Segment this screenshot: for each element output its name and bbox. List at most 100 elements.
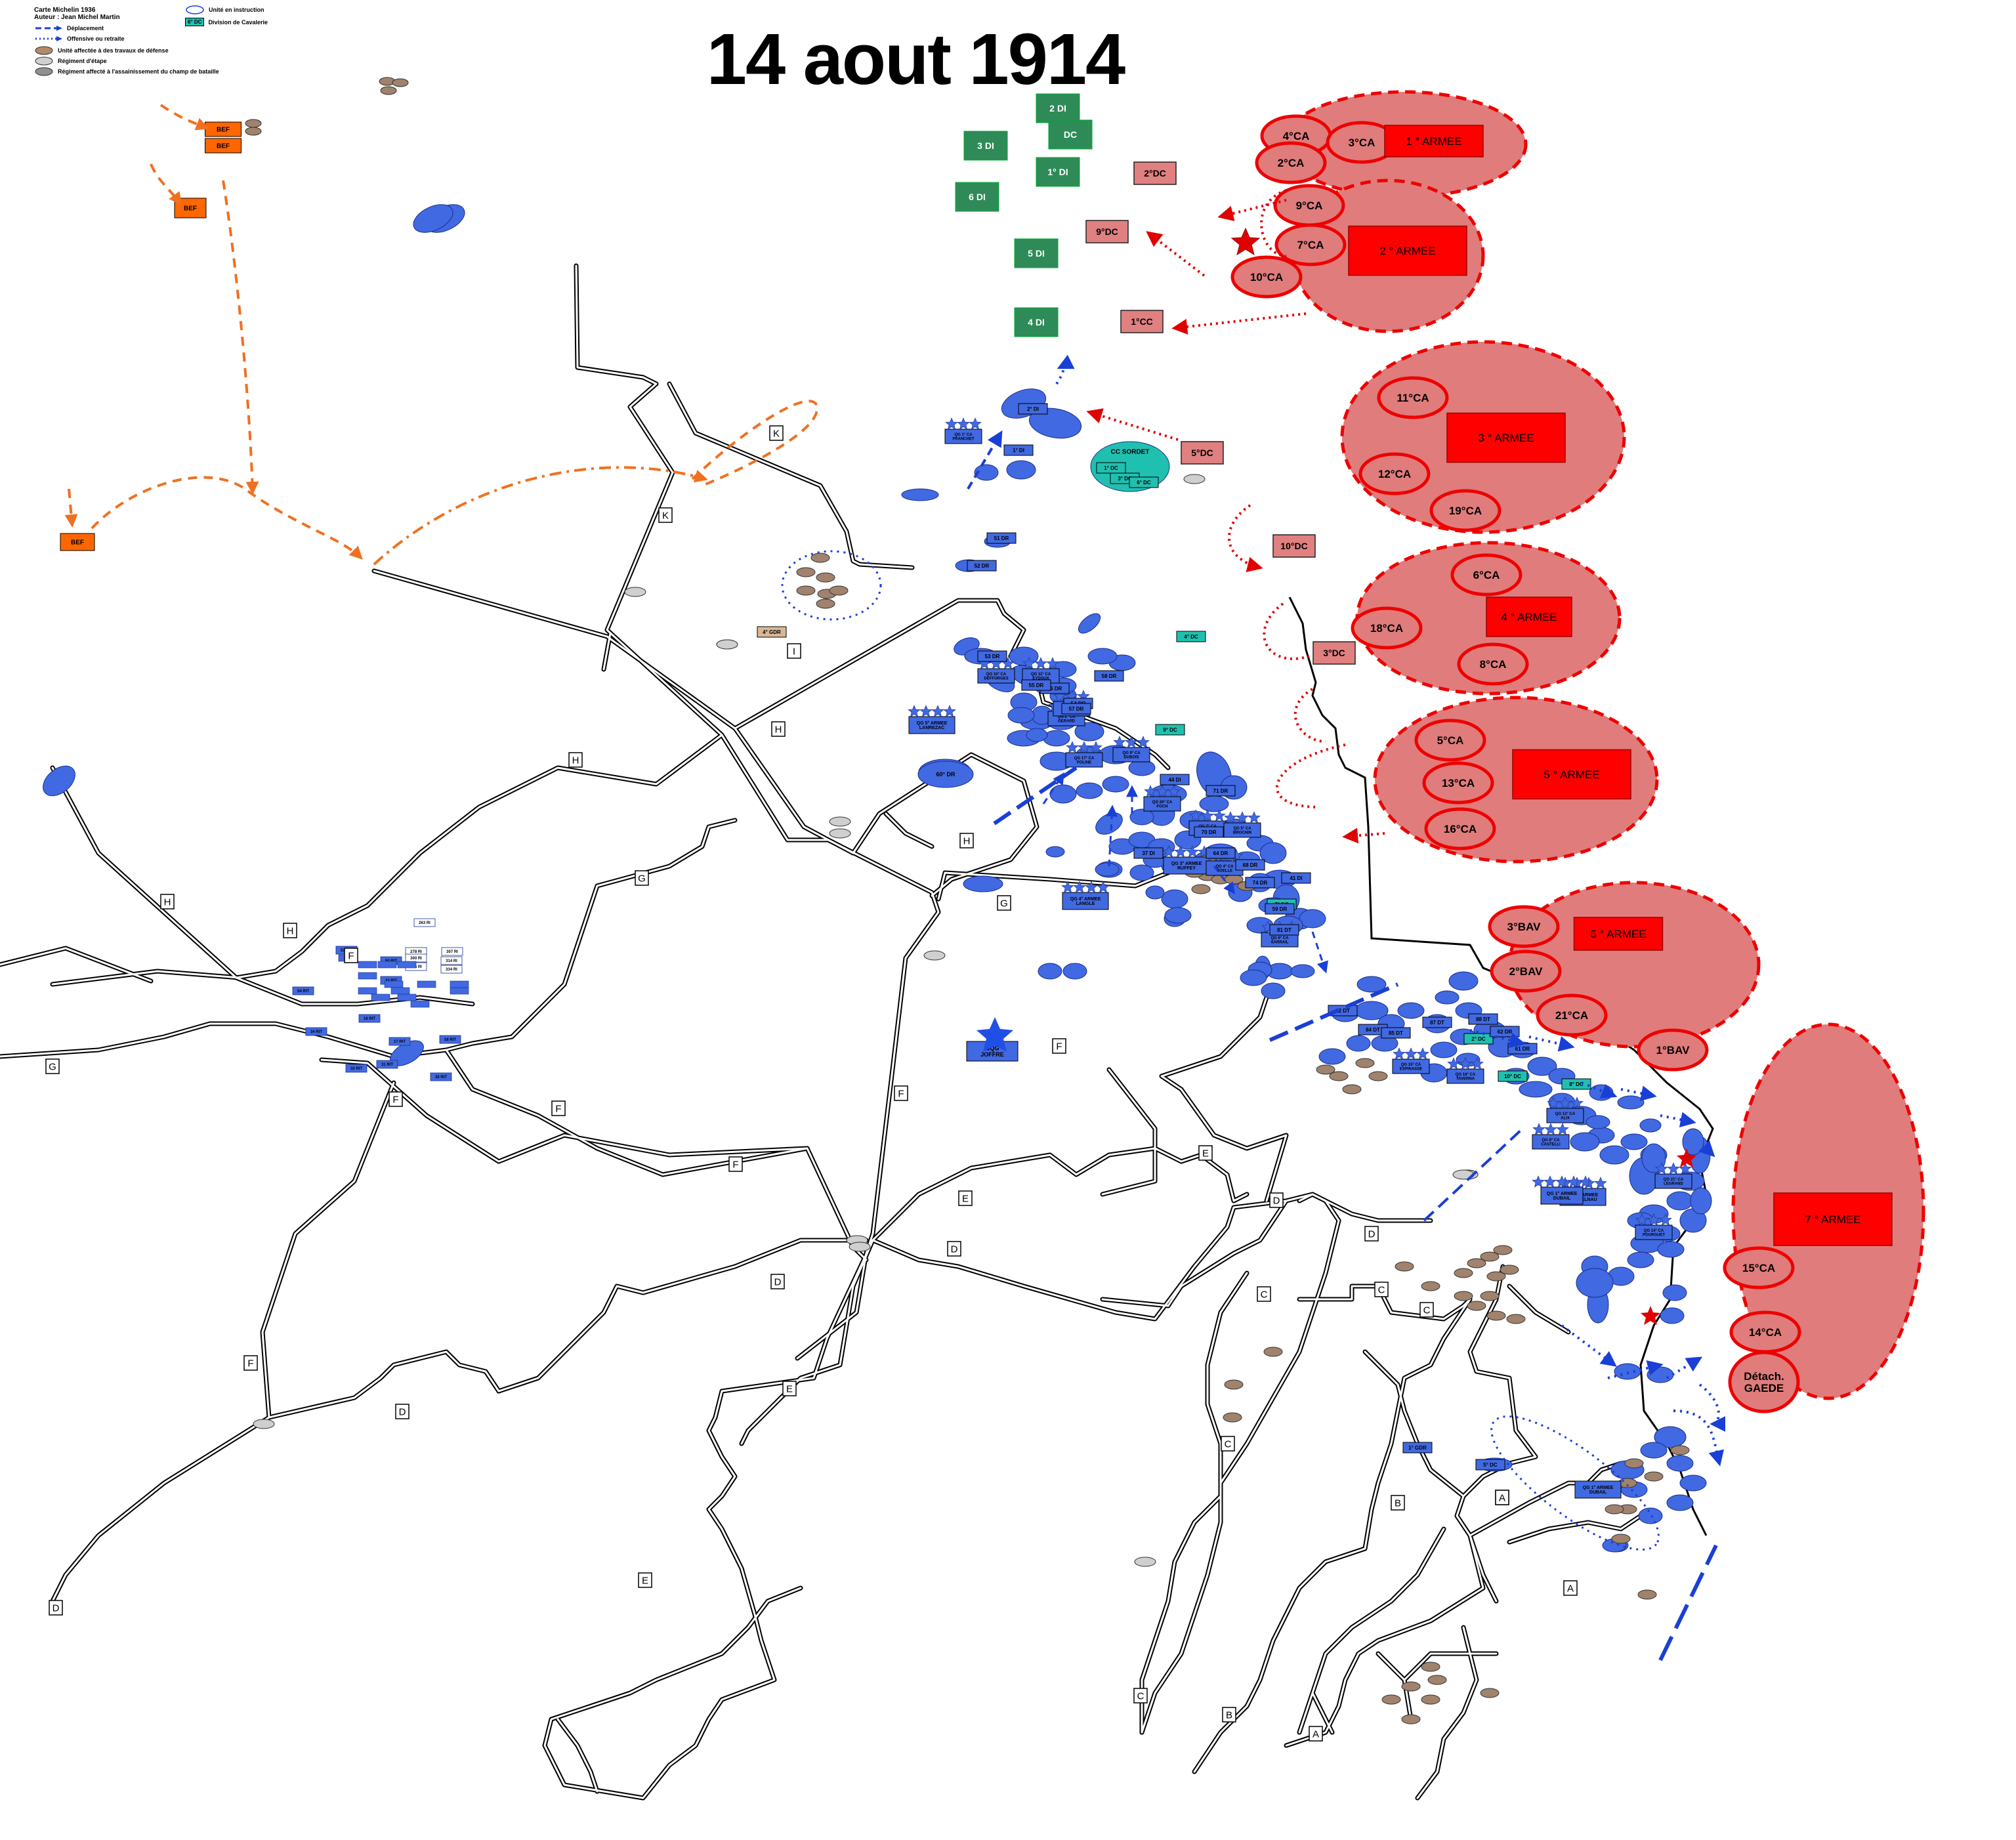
french-division-box [1269, 924, 1299, 936]
rank-star [1061, 881, 1074, 893]
sector-letter: A [1567, 1583, 1574, 1594]
french-unit-blob [974, 464, 999, 481]
regiment-marker [392, 78, 409, 87]
german-corps-label: 2°CA [1278, 157, 1305, 169]
french-unit-blob [1161, 889, 1188, 909]
french-unit-blob [1662, 1284, 1687, 1301]
legend-label-offensive: Offensive ou retraite [67, 35, 125, 42]
sector-box [769, 425, 784, 441]
regiment-box [358, 972, 377, 980]
french-unit-blob [1043, 730, 1070, 747]
french-division-label: 53 DR [985, 654, 1000, 659]
sector-f: F [344, 948, 358, 963]
rank-star [1156, 785, 1169, 797]
sector-box [1374, 1282, 1389, 1297]
bef-label: BEF [184, 205, 197, 213]
territorial-regiment [1401, 1681, 1421, 1692]
french-unit-blob [1638, 1507, 1663, 1524]
sector-box [1563, 1580, 1578, 1596]
sector-f: F [243, 1355, 258, 1371]
french-hq-box [1112, 747, 1150, 763]
territorial-regiment [816, 572, 835, 583]
french-division-box [977, 650, 1007, 662]
regiment-box [439, 1035, 461, 1044]
french-division-box [1206, 847, 1236, 859]
french-division-label: 44 DI [1168, 777, 1181, 783]
french-hq-box [944, 429, 982, 444]
regiment-box [371, 993, 390, 1001]
german-cavalry-box [1133, 161, 1177, 185]
french-division-box [1160, 774, 1190, 785]
french-division-blob [917, 761, 974, 788]
sector-i: I [787, 643, 801, 659]
belgian-division-label: 5 DI [1028, 248, 1045, 259]
belgian-division [1048, 119, 1093, 150]
sector-letter: C [1137, 1690, 1144, 1702]
rank-star [1201, 809, 1214, 822]
french-division-label: 37 DI [1142, 850, 1154, 856]
sector-box [344, 948, 358, 963]
french-unit-blob [1145, 885, 1165, 900]
sector-b: B [1391, 1495, 1405, 1511]
sector-box [1257, 1286, 1271, 1302]
rank-star [1447, 1057, 1460, 1070]
sector-letter: F [555, 1103, 561, 1114]
french-unit-blob [1129, 864, 1154, 881]
etape-regiment [829, 816, 851, 827]
regiment-box [440, 965, 463, 974]
battle-star-3 [1641, 1306, 1660, 1325]
sector-c: C [1221, 1436, 1235, 1452]
french-unit-blob [1657, 1241, 1685, 1258]
rank-star [1544, 1175, 1557, 1188]
rank-star [1393, 1047, 1406, 1060]
rank-star [1073, 881, 1086, 893]
french-unit-blob [963, 875, 1003, 892]
sector-letter: D [1368, 1228, 1376, 1240]
french-unit-blob [1617, 1095, 1645, 1110]
regiment-label: 16 RIT [364, 1017, 375, 1021]
belgian-division [1014, 238, 1059, 268]
german-corps [1230, 255, 1303, 299]
rank-star [1248, 811, 1261, 824]
regiment-box [292, 986, 314, 995]
french-unit-blob [1627, 1251, 1654, 1268]
sector-box [388, 1091, 403, 1107]
french-unit-blob [1666, 1455, 1694, 1472]
regiment-box [397, 993, 417, 1001]
french-cavalry-box [1129, 476, 1159, 488]
rank-star [908, 705, 921, 717]
french-division-box [1475, 1459, 1505, 1471]
belgian-division-label: 1° DI [1047, 167, 1068, 177]
sector-d: D [49, 1600, 63, 1616]
german-corps [1274, 223, 1347, 266]
french-unit-blob [1318, 1048, 1346, 1065]
sector-box [1133, 1688, 1148, 1704]
sector-h: H [283, 923, 297, 938]
french-division-box [967, 560, 997, 572]
regiment-label: 32 RIT [350, 1067, 362, 1071]
rank-star [1097, 881, 1110, 893]
sector-box [958, 1190, 973, 1206]
rank-star [1078, 741, 1091, 753]
french-unit-blob [1586, 1115, 1610, 1129]
sector-letter: A [1312, 1728, 1319, 1740]
german-army-label: 3 ° ARMEE [1478, 432, 1534, 444]
french-division-label: 82 DT [1335, 1008, 1350, 1014]
french-unit-blob [901, 488, 939, 501]
sector-box [551, 1100, 566, 1116]
rank-star [1532, 1123, 1545, 1135]
sector-box [1052, 1038, 1066, 1054]
sector-letter: D [399, 1406, 406, 1417]
etape-regiment [1134, 1557, 1156, 1567]
german-corps-label: 16°CA [1444, 823, 1477, 835]
german-corps-label: 4°CA [1283, 130, 1310, 142]
